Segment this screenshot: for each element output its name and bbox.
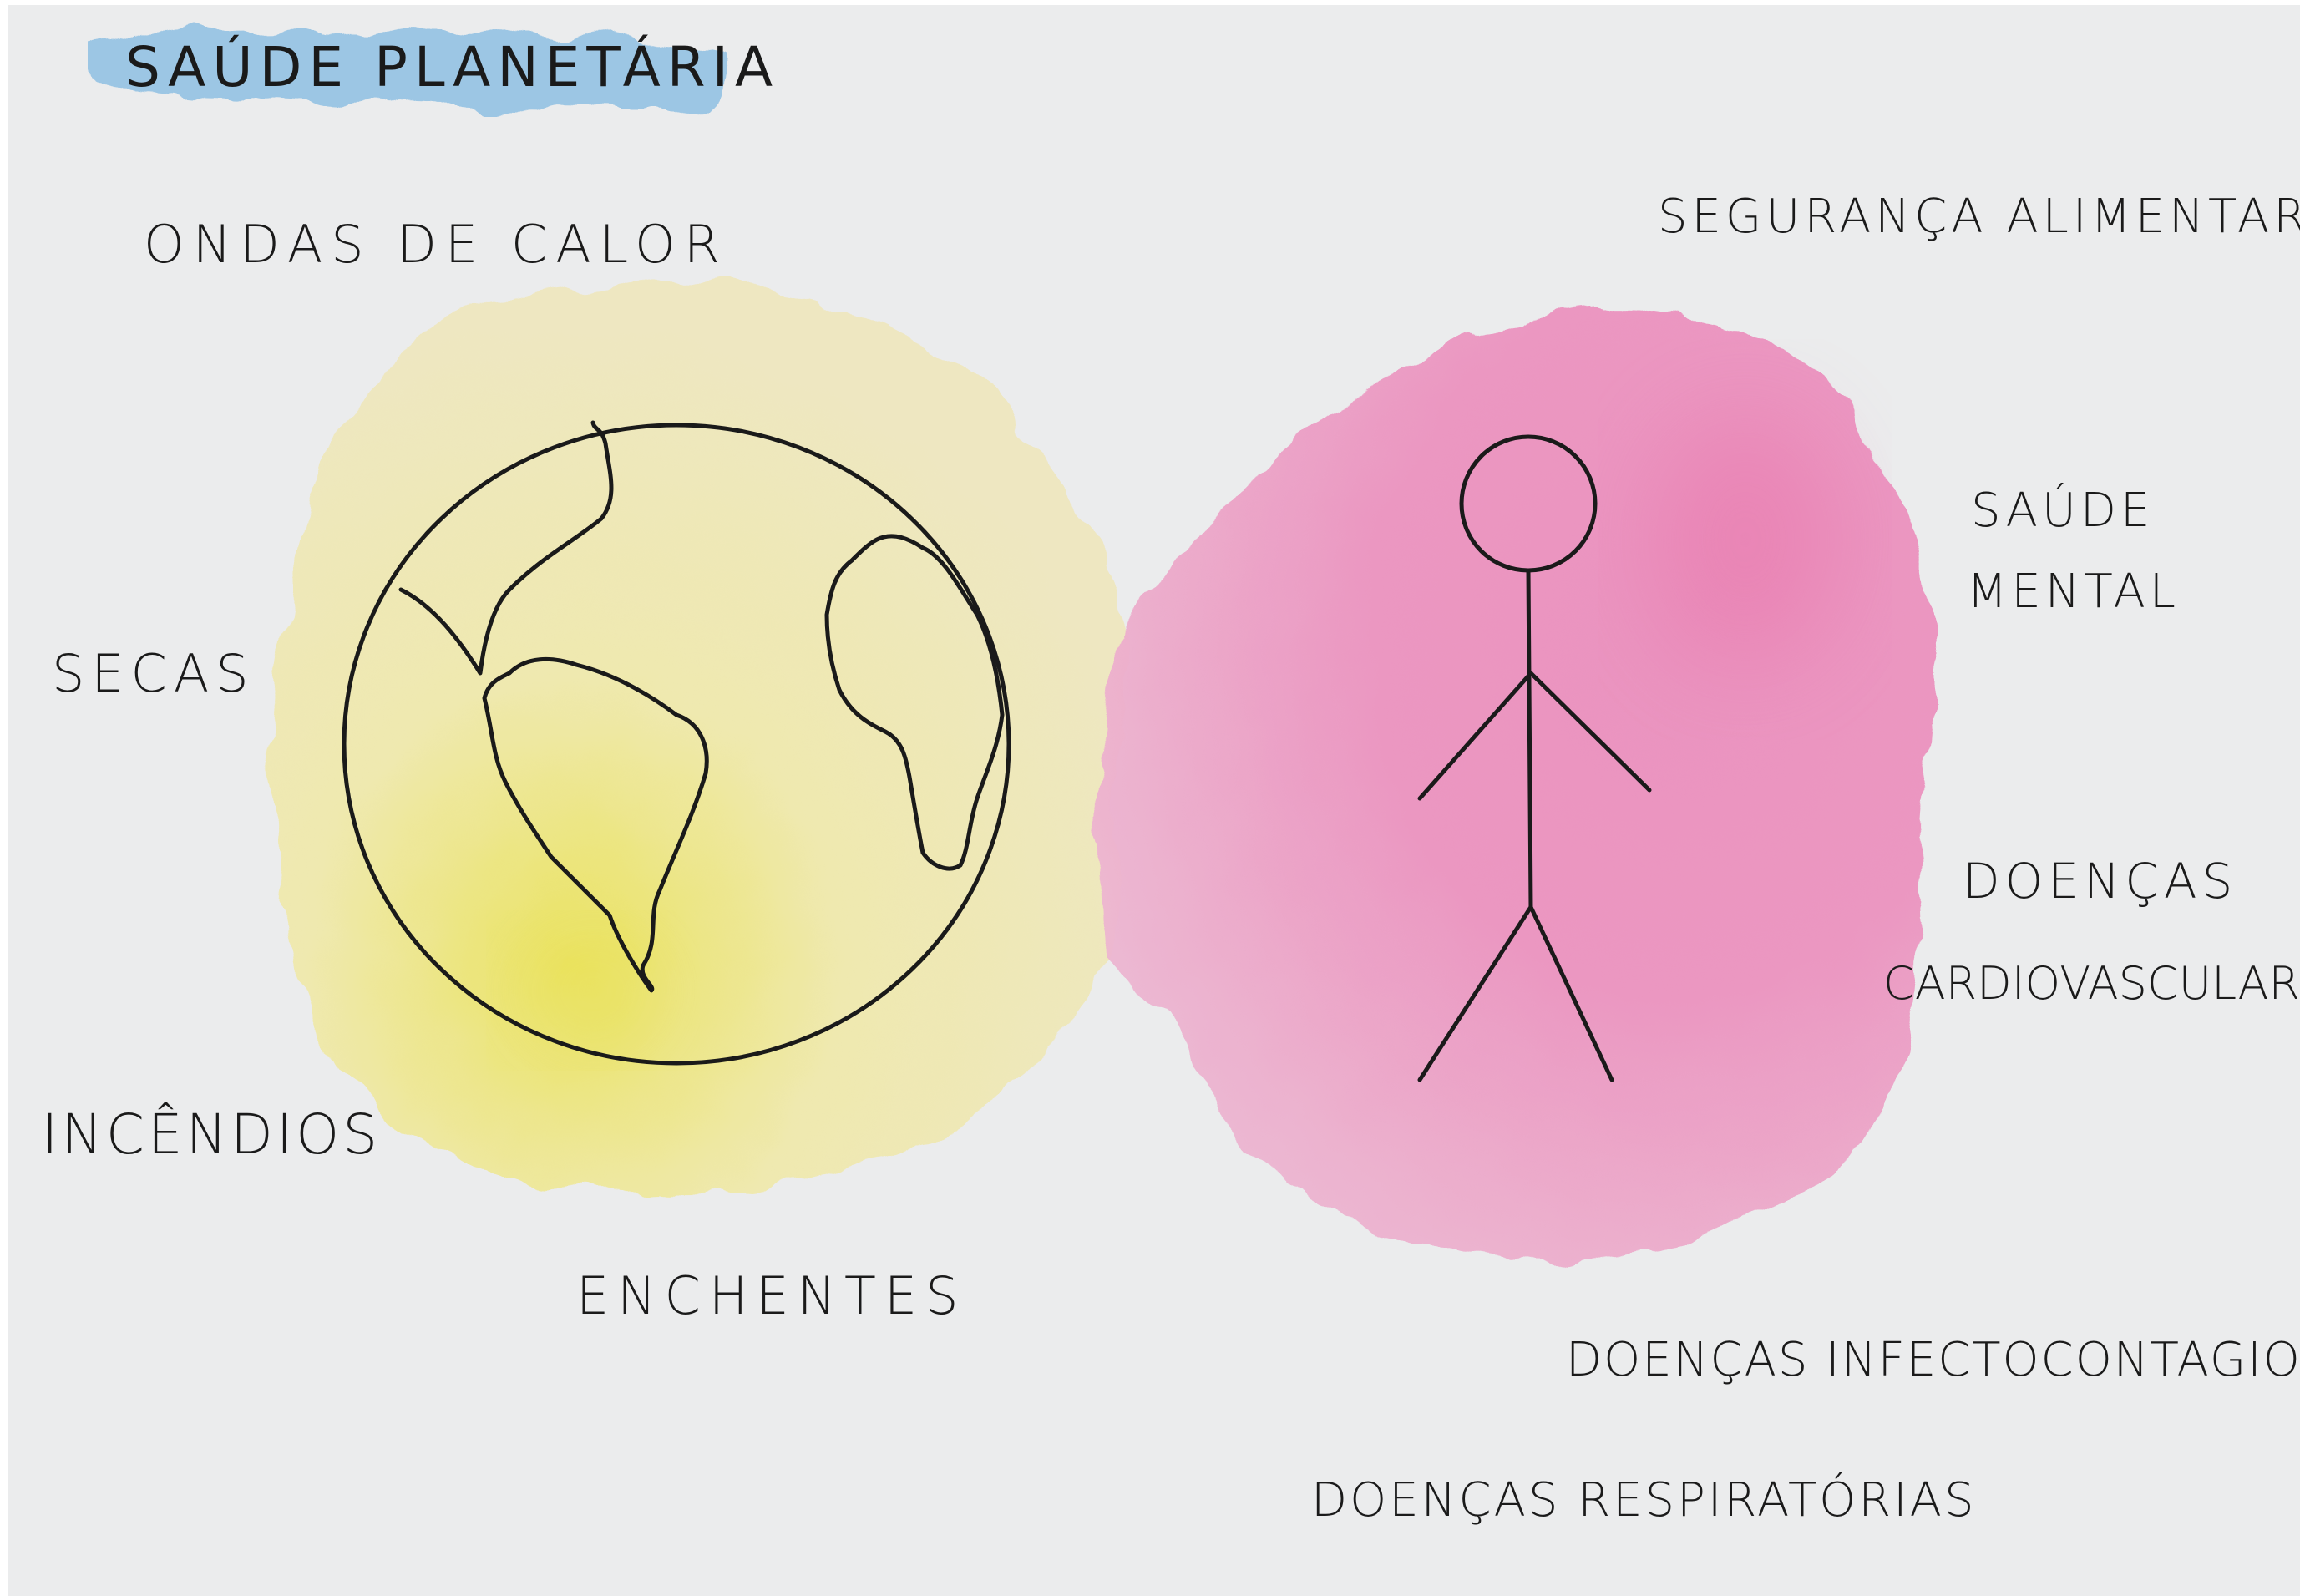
label-saude: SAÚDE <box>1971 484 2155 538</box>
continent-south-america <box>482 656 709 993</box>
label-seguranca-alimentar: SEGURANÇA ALIMENTAR <box>1658 190 2300 244</box>
title-banner: SAÚDE PLANETÁRIA <box>88 17 773 117</box>
label-incendios: INCÊNDIOS <box>42 1102 382 1167</box>
figure-left-leg <box>1417 904 1533 1082</box>
globe-icon <box>342 420 1011 1066</box>
page-title: SAÚDE PLANETÁRIA <box>125 35 780 99</box>
label-enchentes: ENCHENTES <box>576 1265 967 1326</box>
figure-right-arm <box>1528 671 1652 793</box>
label-doencas: DOENÇAS <box>1963 853 2238 909</box>
figure-left-arm <box>1417 671 1533 801</box>
label-secas: SECAS <box>52 643 256 704</box>
illustration <box>274 281 1933 1259</box>
label-ondas-de-calor: ONDAS DE CALOR <box>144 214 728 275</box>
label-doencas-respiratorias: DOENÇAS RESPIRATÓRIAS <box>1311 1473 1977 1528</box>
globe-outline <box>342 423 1011 1066</box>
figure-body <box>1526 568 1533 909</box>
continent-africa <box>824 534 1005 871</box>
figure-right-leg <box>1528 904 1614 1082</box>
continent-north-america <box>398 420 614 676</box>
label-doencas-infectocontagiosas: DOENÇAS INFECTOCONTAGIOSAS <box>1566 1333 2300 1387</box>
label-mental: MENTAL <box>1967 565 2180 619</box>
label-cardiovasculares: CARDIOVASCULARES <box>1883 957 2300 1010</box>
stick-figure-icon <box>1417 434 1652 1082</box>
title-blue-wash <box>92 30 733 109</box>
watercolor-paper: SAÚDE PLANETÁRIA ONDAS DE CALOR SECAS IN… <box>8 5 2300 1596</box>
